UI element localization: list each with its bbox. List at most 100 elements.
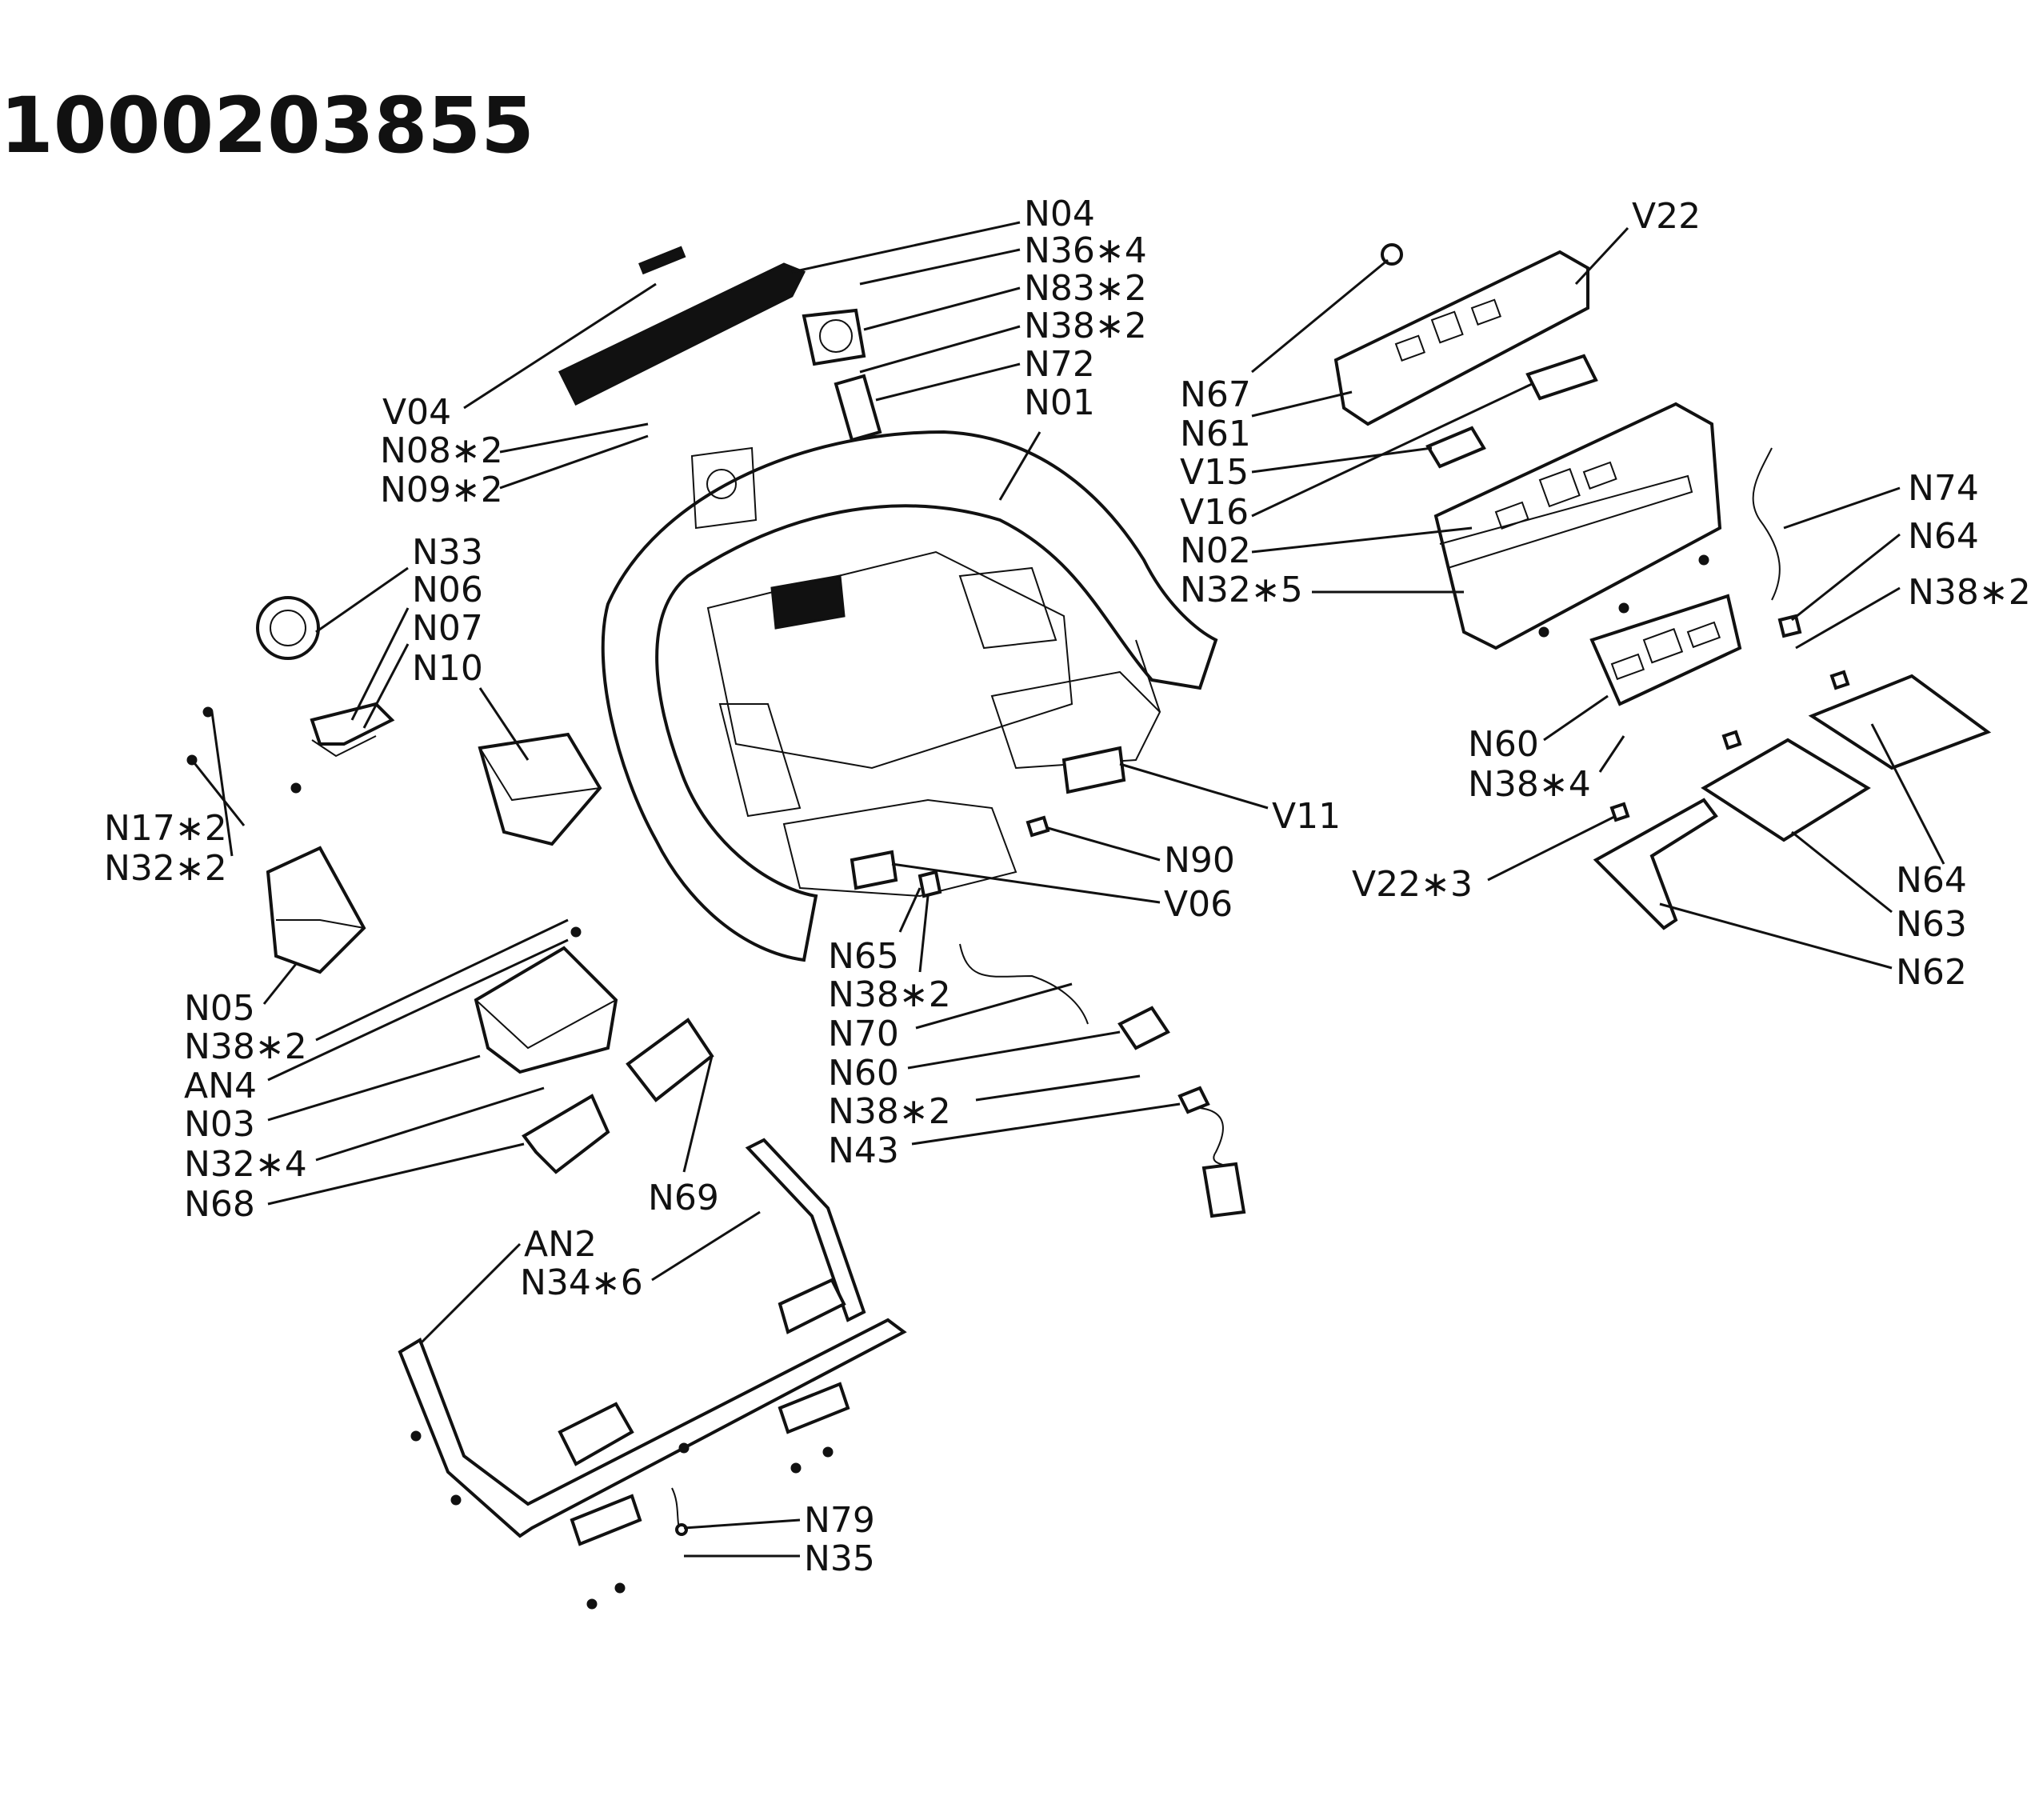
label-n61: N61 bbox=[1180, 414, 1251, 454]
label-n72: N72 bbox=[1024, 344, 1095, 385]
label-n64-b: N64 bbox=[1896, 860, 1967, 901]
leader-n07 bbox=[362, 643, 410, 729]
part-n65-clip bbox=[918, 870, 942, 898]
label-n38x2-c: N38∗2 bbox=[828, 974, 951, 1015]
leader-n43 bbox=[911, 1102, 1181, 1146]
part-n74-cable bbox=[1752, 447, 1781, 601]
part-v16-label bbox=[1525, 354, 1598, 401]
label-n67: N67 bbox=[1180, 374, 1251, 415]
part-labels: N04 N36∗4 N83∗2 N38∗2 N72 N01 V04 N08∗2 … bbox=[104, 194, 2031, 1579]
label-n69: N69 bbox=[648, 1178, 719, 1218]
leader-an4 bbox=[267, 938, 569, 1082]
label-n17x2: N17∗2 bbox=[104, 808, 227, 849]
leader-n70 bbox=[915, 982, 1073, 1030]
leader-n65 bbox=[898, 887, 922, 933]
label-an2: AN2 bbox=[524, 1224, 597, 1265]
part-n60-small-board bbox=[1117, 1006, 1170, 1050]
leader-n69 bbox=[682, 1055, 714, 1173]
label-n36x4: N36∗4 bbox=[1024, 230, 1147, 271]
leader-n08x2 bbox=[499, 422, 649, 454]
label-n62: N62 bbox=[1896, 952, 1967, 993]
label-n04: N04 bbox=[1024, 194, 1095, 234]
label-n38x4: N38∗4 bbox=[1468, 764, 1591, 805]
leader-n60-a bbox=[907, 1030, 1121, 1070]
label-n38x2-b: N38∗2 bbox=[184, 1026, 307, 1067]
part-n60-console-board bbox=[1589, 594, 1742, 706]
label-n06: N06 bbox=[412, 570, 483, 610]
label-v06: V06 bbox=[1164, 884, 1233, 925]
leader-n38x4 bbox=[1598, 735, 1625, 773]
label-n05: N05 bbox=[184, 988, 255, 1029]
part-n02-console-lower bbox=[1433, 402, 1722, 650]
leader-v16 bbox=[1251, 382, 1533, 518]
label-n43: N43 bbox=[828, 1130, 899, 1171]
leader-v06 bbox=[891, 862, 1161, 904]
label-n38x2-d: N38∗2 bbox=[828, 1091, 951, 1132]
label-n32x4: N32∗4 bbox=[184, 1144, 307, 1185]
label-n02: N02 bbox=[1180, 530, 1251, 571]
label-n34x6: N34∗6 bbox=[520, 1262, 643, 1303]
label-n01: N01 bbox=[1024, 382, 1095, 423]
part-n68-label bbox=[522, 1094, 610, 1174]
label-v04: V04 bbox=[382, 392, 451, 433]
label-n90: N90 bbox=[1164, 840, 1235, 881]
leader-n33 bbox=[315, 566, 409, 634]
label-n38x2-a: N38∗2 bbox=[1024, 306, 1147, 346]
leader-n17x2 bbox=[190, 759, 246, 826]
leader-n03 bbox=[267, 1054, 481, 1122]
part-n03-housing bbox=[474, 926, 618, 1074]
label-n09x2: N09∗2 bbox=[380, 470, 503, 510]
label-an4: AN4 bbox=[184, 1066, 257, 1106]
part-v04-display-overlay bbox=[558, 246, 806, 406]
leader-n02 bbox=[1251, 526, 1473, 554]
label-n33: N33 bbox=[412, 532, 483, 573]
part-n05-basket bbox=[266, 846, 366, 974]
leader-n01 bbox=[998, 431, 1041, 501]
label-v15: V15 bbox=[1180, 452, 1249, 493]
label-n64-a: N64 bbox=[1908, 516, 1979, 557]
leader-n38x2-b bbox=[315, 918, 569, 1042]
label-v16: V16 bbox=[1180, 492, 1249, 533]
leader-v22x3 bbox=[1487, 814, 1617, 882]
label-n35: N35 bbox=[804, 1538, 875, 1579]
leader-n64-a bbox=[1791, 533, 1901, 622]
leader-n60-b bbox=[1543, 694, 1609, 742]
part-n64-overlay bbox=[1808, 674, 1992, 770]
label-n79: N79 bbox=[804, 1500, 875, 1541]
part-n62-overlay bbox=[1593, 798, 1718, 930]
label-n03: N03 bbox=[184, 1104, 255, 1145]
label-v11: V11 bbox=[1272, 796, 1341, 837]
part-n43-safety-key bbox=[1177, 1086, 1246, 1218]
leader-n36x4 bbox=[859, 248, 1021, 286]
leader-v04 bbox=[463, 282, 657, 410]
label-n08x2: N08∗2 bbox=[380, 430, 503, 471]
label-n38x2-e: N38∗2 bbox=[1908, 572, 2031, 613]
leader-v11 bbox=[1119, 762, 1269, 810]
leader-n74 bbox=[1783, 486, 1901, 530]
leader-n62 bbox=[1659, 902, 1893, 970]
label-n68: N68 bbox=[184, 1184, 255, 1225]
leader-n63 bbox=[1791, 830, 1893, 914]
part-n10-basket bbox=[478, 732, 602, 846]
leader-n90 bbox=[1047, 826, 1161, 862]
leader-n68 bbox=[267, 1142, 525, 1206]
part-n64-clip bbox=[1777, 614, 1802, 638]
part-v06-label bbox=[850, 850, 898, 890]
leader-n38x2-c bbox=[918, 895, 930, 973]
part-n04-console-upper bbox=[802, 308, 882, 442]
part-n70-cable bbox=[959, 943, 1089, 1025]
part-n90-label bbox=[1025, 815, 1050, 838]
leader-n72 bbox=[875, 362, 1021, 402]
label-n60-a: N60 bbox=[828, 1053, 899, 1094]
label-n32x5: N32∗5 bbox=[1180, 570, 1303, 610]
leader-lines bbox=[190, 221, 1945, 1558]
part-n01-console-frame bbox=[601, 430, 1218, 962]
label-n32x2: N32∗2 bbox=[104, 848, 227, 889]
leader-n61 bbox=[1251, 390, 1353, 418]
part-an2-handlebar bbox=[398, 1138, 907, 1610]
leader-n10 bbox=[478, 687, 530, 761]
leader-n64-b bbox=[1870, 723, 1945, 865]
leader-n09x2 bbox=[499, 434, 649, 490]
part-v15-label bbox=[1425, 426, 1486, 469]
